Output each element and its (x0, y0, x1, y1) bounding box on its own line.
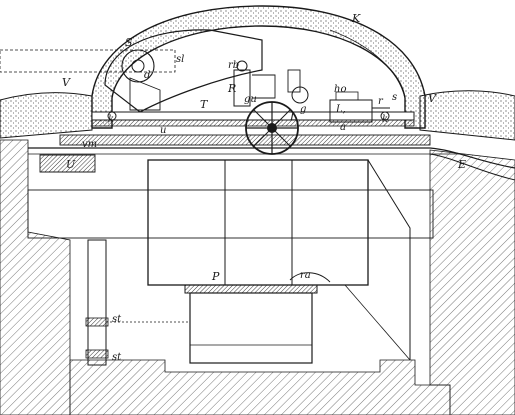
label-gu: gu (244, 94, 257, 105)
label-ra: ra (300, 270, 311, 281)
foundation (0, 139, 515, 415)
traversing-platform (28, 111, 515, 181)
handwheel (245, 69, 309, 155)
label-sl: sl (176, 54, 184, 65)
label-S: S (125, 36, 133, 49)
label-vm: vm (82, 139, 97, 150)
label-P: P (211, 270, 220, 283)
gun-barrel (0, 29, 263, 113)
training-gear (233, 60, 276, 107)
label-k-right: k (382, 114, 388, 125)
label-st-upper: st (112, 314, 122, 325)
label-T: T (200, 98, 209, 111)
label-rb: rb (228, 60, 239, 71)
glacis (0, 90, 515, 141)
control-box (329, 91, 390, 123)
label-g: g (300, 104, 306, 115)
label-ho: ho (334, 84, 346, 95)
label-s: s (392, 92, 397, 103)
label-R: R (227, 82, 236, 95)
label-r: r (378, 96, 384, 107)
label-u: u (160, 125, 166, 136)
label-K: K (351, 12, 361, 25)
label-E: E (457, 158, 466, 171)
label-U: U (66, 158, 76, 171)
left-bracket (39, 154, 96, 173)
label-a: a (340, 122, 346, 133)
label-st-lower: st (112, 352, 122, 363)
pivot-drum (184, 272, 331, 364)
label-L1: L, (335, 104, 346, 115)
label-V-right: V (428, 92, 437, 105)
label-V-left: V (62, 76, 71, 89)
cupola-dome (91, 5, 426, 129)
label-k-left: k (108, 114, 114, 125)
label-d: d (144, 70, 150, 81)
label-L: L (289, 110, 297, 123)
support-post (85, 239, 190, 366)
